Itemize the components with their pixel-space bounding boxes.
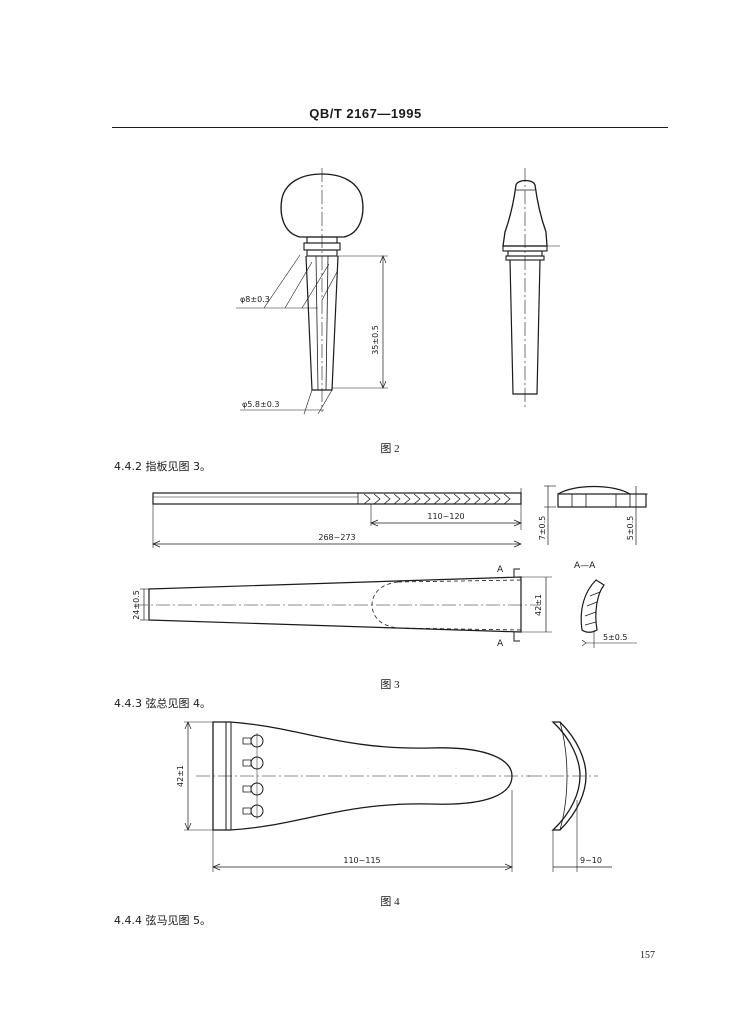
- fig3-fingerboard-top-view: [134, 568, 552, 642]
- fig3-section-bottom-marker: A: [497, 639, 504, 649]
- fig2-peg-side-view: [502, 168, 560, 410]
- fig3-dim-narrow-width: 24±0.5: [132, 590, 141, 620]
- fig3-dim-wide-width: 42±1: [534, 594, 543, 616]
- fig3-section-a-a: [580, 579, 637, 648]
- fig2-peg-front-view: [236, 168, 388, 415]
- header-rule: [112, 127, 668, 128]
- standard-code-header: QB/T 2167—1995: [309, 106, 422, 121]
- fig4-tailpiece-top-view: [184, 721, 530, 872]
- section-4-4-4: 4.4.4 弦马见图 5。: [114, 914, 211, 927]
- fig4-caption: 图 4: [380, 896, 400, 908]
- fig3-fingerboard-end-view: [544, 485, 648, 545]
- fig2-dim-length: 35±0.5: [371, 325, 380, 355]
- fig2-caption: 图 2: [380, 443, 400, 455]
- section-4-4-3: 4.4.3 弦总见图 4。: [114, 697, 211, 710]
- fig3-fingerboard-side-view: [152, 488, 522, 548]
- fig3-caption: 图 3: [380, 679, 400, 691]
- fig2-dim-diameter-top: φ8±0.3: [240, 295, 270, 304]
- fig4-dim-thickness: 9~10: [580, 856, 602, 865]
- fig3-dim-length-total: 268~273: [318, 533, 355, 542]
- fig3-dim-end-height: 7±0.5: [538, 516, 547, 541]
- page-number: 157: [640, 950, 655, 961]
- fig4-dim-width: 42±1: [176, 765, 185, 787]
- fig3-dim-right-height: 5±0.5: [626, 516, 635, 541]
- section-4-4-2: 4.4.2 指板见图 3。: [114, 460, 211, 473]
- fig2-dim-diameter-bottom: φ5.8±0.3: [242, 400, 279, 409]
- fig3-section-title: A—A: [574, 561, 596, 571]
- fig4-dim-length: 110~115: [343, 856, 380, 865]
- fig4-tailpiece-side-view: [528, 721, 612, 872]
- fig3-dim-length-part: 110~120: [427, 512, 464, 521]
- fig3-section-top-marker: A: [497, 565, 504, 575]
- fig3-dim-section: 5±0.5: [603, 633, 628, 642]
